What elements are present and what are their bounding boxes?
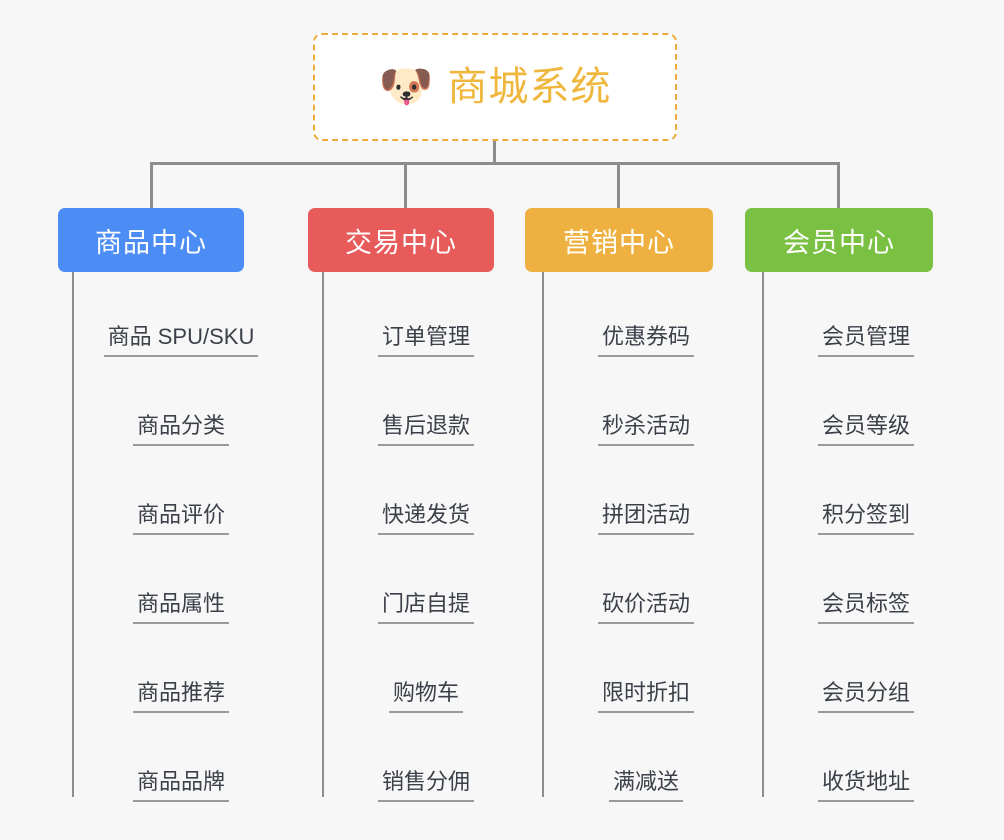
leaf-item-label: 商品分类 [132, 413, 229, 446]
leaf-item[interactable]: 会员等级 [762, 361, 942, 450]
leaf-item[interactable]: 会员管理 [762, 272, 942, 361]
branch-stem-product-center [72, 272, 74, 797]
branch-stem-trade-center [322, 272, 324, 797]
leaf-item-label: 秒杀活动 [597, 413, 694, 446]
leaf-item[interactable]: 门店自提 [322, 539, 502, 628]
connector-drop-marketing-center [617, 162, 620, 209]
leaf-item-label: 销售分佣 [377, 769, 474, 802]
branch-column-marketing-center: 优惠券码秒杀活动拼团活动砍价活动限时折扣满减送 [542, 272, 722, 806]
category-box-member-center[interactable]: 会员中心 [745, 208, 933, 272]
leaf-item-label: 限时折扣 [597, 680, 694, 713]
root-connector-vertical [493, 141, 496, 165]
leaf-item[interactable]: 收货地址 [762, 717, 942, 806]
leaf-item[interactable]: 售后退款 [322, 361, 502, 450]
leaf-item[interactable]: 商品属性 [72, 539, 262, 628]
leaf-item[interactable]: 购物车 [322, 628, 502, 717]
branch-column-trade-center: 订单管理售后退款快递发货门店自提购物车销售分佣 [322, 272, 502, 806]
leaf-item-label: 砍价活动 [597, 591, 694, 624]
root-connector-horizontal-bus [150, 162, 839, 165]
leaf-item-label: 商品品牌 [132, 769, 229, 802]
leaf-item-label: 拼团活动 [597, 502, 694, 535]
leaf-item[interactable]: 限时折扣 [542, 628, 722, 717]
connector-drop-trade-center [404, 162, 407, 209]
leaf-item[interactable]: 积分签到 [762, 450, 942, 539]
leaf-item-label: 满减送 [608, 769, 683, 802]
branch-stem-member-center [762, 272, 764, 797]
leaf-item-label: 售后退款 [377, 413, 474, 446]
leaf-item[interactable]: 会员分组 [762, 628, 942, 717]
leaf-item[interactable]: 满减送 [542, 717, 722, 806]
connector-drop-product-center [150, 162, 153, 209]
leaf-item[interactable]: 砍价活动 [542, 539, 722, 628]
category-label: 会员中心 [783, 227, 895, 258]
leaf-item[interactable]: 拼团活动 [542, 450, 722, 539]
leaf-item-label: 商品 SPU/SKU [103, 324, 259, 357]
leaf-item-label: 积分签到 [817, 502, 914, 535]
leaf-item[interactable]: 商品 SPU/SKU [72, 272, 262, 361]
leaf-item[interactable]: 商品品牌 [72, 717, 262, 806]
category-box-trade-center[interactable]: 交易中心 [308, 208, 494, 272]
leaf-item-label: 商品属性 [132, 591, 229, 624]
branch-stem-marketing-center [542, 272, 544, 797]
leaf-item[interactable]: 商品推荐 [72, 628, 262, 717]
leaf-item-label: 商品评价 [132, 502, 229, 535]
root-node-mall-system[interactable]: 🐶 商城系统 [313, 33, 677, 141]
leaf-item-label: 收货地址 [817, 769, 914, 802]
leaf-item[interactable]: 商品评价 [72, 450, 262, 539]
leaf-item[interactable]: 销售分佣 [322, 717, 502, 806]
leaf-item[interactable]: 订单管理 [322, 272, 502, 361]
branch-column-member-center: 会员管理会员等级积分签到会员标签会员分组收货地址 [762, 272, 942, 806]
leaf-item-label: 门店自提 [377, 591, 474, 624]
branch-column-product-center: 商品 SPU/SKU 商品分类商品评价商品属性商品推荐商品品牌 [72, 272, 262, 806]
category-box-product-center[interactable]: 商品中心 [58, 208, 244, 272]
leaf-item-label: 快递发货 [377, 502, 474, 535]
leaf-item-label: 优惠券码 [597, 324, 694, 357]
leaf-item-label: 会员分组 [817, 680, 914, 713]
category-label: 交易中心 [345, 227, 457, 258]
category-box-marketing-center[interactable]: 营销中心 [525, 208, 713, 272]
leaf-item-label: 会员标签 [817, 591, 914, 624]
leaf-item-label: 会员管理 [817, 324, 914, 357]
leaf-item-label: 商品推荐 [132, 680, 229, 713]
category-label: 营销中心 [563, 227, 675, 258]
leaf-item-label: 会员等级 [817, 413, 914, 446]
leaf-item-label: 订单管理 [377, 324, 474, 357]
leaf-item[interactable]: 商品分类 [72, 361, 262, 450]
leaf-item[interactable]: 会员标签 [762, 539, 942, 628]
leaf-item[interactable]: 秒杀活动 [542, 361, 722, 450]
root-node-title: 商城系统 [447, 65, 612, 109]
leaf-item[interactable]: 优惠券码 [542, 272, 722, 361]
shiba-dog-icon: 🐶 [378, 61, 434, 112]
connector-drop-member-center [837, 162, 840, 209]
category-label: 商品中心 [95, 227, 207, 258]
leaf-item[interactable]: 快递发货 [322, 450, 502, 539]
leaf-item-label: 购物车 [388, 680, 463, 713]
